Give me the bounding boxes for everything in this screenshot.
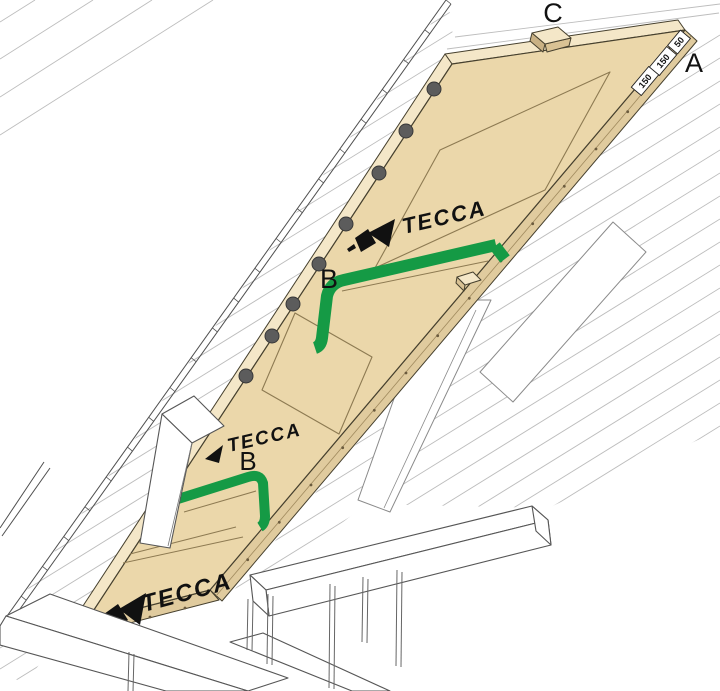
panel-inset-outline-middle <box>261 312 373 435</box>
edge-scale-box: 150 <box>630 65 660 97</box>
panel-top-face <box>85 29 686 623</box>
label-c: C <box>543 0 563 28</box>
screw-cap <box>371 165 387 181</box>
screw-cap <box>426 81 442 97</box>
wall-stud <box>271 595 274 666</box>
eaves-beam <box>0 593 289 691</box>
screw-cap <box>398 123 414 139</box>
wall-stud <box>251 600 254 652</box>
connector-tab <box>529 26 572 53</box>
wall-stud <box>395 569 398 667</box>
joint-connector-tab <box>455 271 482 292</box>
head-gap-lines <box>446 3 720 50</box>
sealing-tape-lower <box>176 470 270 532</box>
wall-stud <box>366 578 369 644</box>
label-b-lower: B <box>239 446 256 476</box>
screw-cap <box>338 216 354 232</box>
panel-joint-line-upper <box>341 260 489 292</box>
panel-inset-outline-bottom <box>122 526 244 564</box>
sealing-tape-upper <box>312 239 510 354</box>
wall-stud <box>246 598 249 651</box>
edge-scale-box: 50 <box>666 29 692 55</box>
label-a: A <box>685 48 703 78</box>
corner-board-lines <box>0 0 214 136</box>
screw-cap <box>238 368 254 384</box>
wall-stud <box>400 571 403 668</box>
wall-stud <box>333 585 336 690</box>
tecca-logo-icon <box>205 445 223 463</box>
rafter-beam-front <box>139 395 225 549</box>
wall-stud <box>361 576 364 643</box>
wall-stud <box>266 593 269 665</box>
wall-studs <box>127 569 403 691</box>
edge-scale-value: 50 <box>672 35 686 49</box>
wall-stud <box>328 583 331 689</box>
screw-cap <box>311 256 327 272</box>
screw-cap <box>285 296 301 312</box>
wall-stud <box>132 653 135 691</box>
screw-cap <box>264 328 280 344</box>
label-b-upper: B <box>320 264 338 294</box>
wall-stud <box>127 651 130 691</box>
screw-caps <box>238 81 442 384</box>
rafter-beam-right <box>479 221 647 403</box>
background-rafters <box>357 221 647 513</box>
foreground-framing <box>0 395 552 691</box>
panel-inset-outline-top <box>374 71 611 269</box>
tecca-logo-icon <box>347 219 395 252</box>
bargeboard-ladder <box>0 0 452 631</box>
bargeboard-lower-strip <box>0 461 51 537</box>
panel-edge-shiplap-line <box>215 35 692 597</box>
edge-scale: 50 150 150 <box>630 29 692 97</box>
purlin-beam <box>249 505 552 617</box>
panel-joint-line-lower <box>183 490 257 513</box>
